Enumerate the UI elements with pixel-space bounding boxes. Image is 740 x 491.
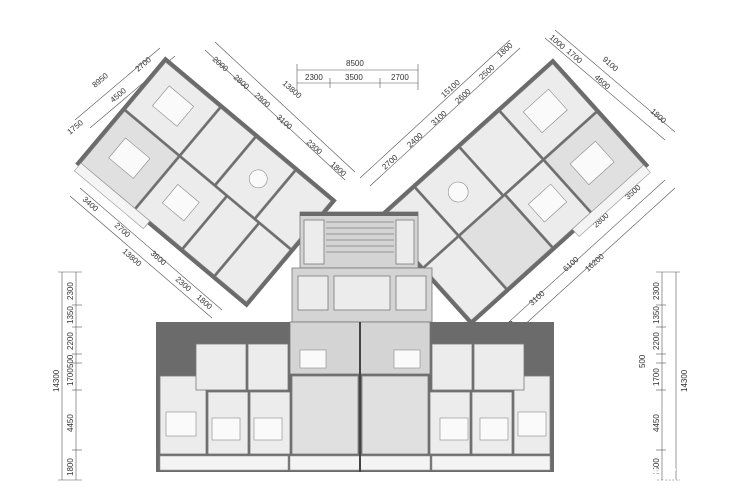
dim-lw-1800: 1800 (329, 160, 349, 179)
dim-part-2: 3500 (345, 73, 363, 82)
dim-lw-2700b: 2700 (113, 221, 133, 240)
watermark: 搜狐号@搜狐焦点新余站 (557, 466, 722, 484)
dim-lw-1750: 1750 (66, 118, 86, 137)
dim-rw-6100: 6100 (561, 255, 581, 274)
dim-r-1350: 1350 (652, 306, 661, 324)
dim-rw-3100b: 3100 (527, 289, 547, 308)
dim-lw-13800b: 13800 (121, 247, 144, 269)
left-wing-unit (73, 56, 337, 308)
dim-lw-3400: 3400 (81, 195, 101, 214)
dim-lw-13800: 13800 (281, 79, 304, 101)
dim-l-2200: 2200 (66, 332, 75, 350)
dim-r-2200: 2200 (652, 332, 661, 350)
dim-r-500: 500 (638, 354, 647, 368)
dim-lw-2700: 2700 (134, 55, 154, 74)
dim-l-1800: 1800 (66, 458, 75, 476)
dim-lw-4500: 4500 (109, 86, 129, 105)
dim-lw-3100: 3100 (275, 113, 295, 132)
right-side-dims: 2300 1350 2200 500 1700 14300 4450 1800 (638, 271, 689, 481)
dim-l-4450: 4450 (66, 414, 75, 432)
left-side-dims: 2300 1350 2200 14300 500 1700 4450 1800 (52, 271, 82, 481)
dim-l-2300: 2300 (66, 282, 75, 300)
dim-lw-3600: 3600 (149, 249, 169, 268)
dim-lw-2300b: 2300 (174, 275, 194, 294)
dim-l-1350: 1350 (66, 306, 75, 324)
dim-r-14300: 14300 (680, 369, 689, 392)
dim-rw-16200: 16200 (583, 252, 606, 274)
dim-l-14300: 14300 (52, 369, 61, 392)
dim-rw-2700: 2700 (380, 153, 400, 172)
dim-part-3: 2700 (391, 73, 409, 82)
dim-rw-1800b: 1800 (649, 107, 669, 126)
dim-r-1800: 1800 (652, 458, 661, 476)
central-core (291, 211, 433, 323)
dim-total: 8500 (346, 59, 364, 68)
stair-lines (326, 221, 394, 253)
dim-l-1700: 1700 (66, 368, 75, 386)
top-dimension: 8500 2300 3500 2700 (296, 59, 419, 90)
dim-lw-1800b: 1800 (195, 293, 215, 312)
lower-block (156, 321, 554, 472)
dim-lw-2800b: 2800 (253, 91, 273, 110)
dim-rw-9100: 9100 (601, 55, 621, 74)
dim-r-1700: 1700 (652, 368, 661, 386)
dim-l-500: 500 (66, 354, 75, 368)
dim-r-4450: 4450 (652, 414, 661, 432)
right-wing-unit (374, 58, 651, 326)
dim-rw-1800: 1800 (495, 41, 515, 60)
dim-rw-4600: 4600 (593, 73, 613, 92)
dim-lw-2800a: 2800 (232, 73, 252, 92)
dim-part-1: 2300 (305, 73, 323, 82)
dim-r-2300: 2300 (652, 282, 661, 300)
dim-lw-8950: 8950 (91, 71, 111, 90)
